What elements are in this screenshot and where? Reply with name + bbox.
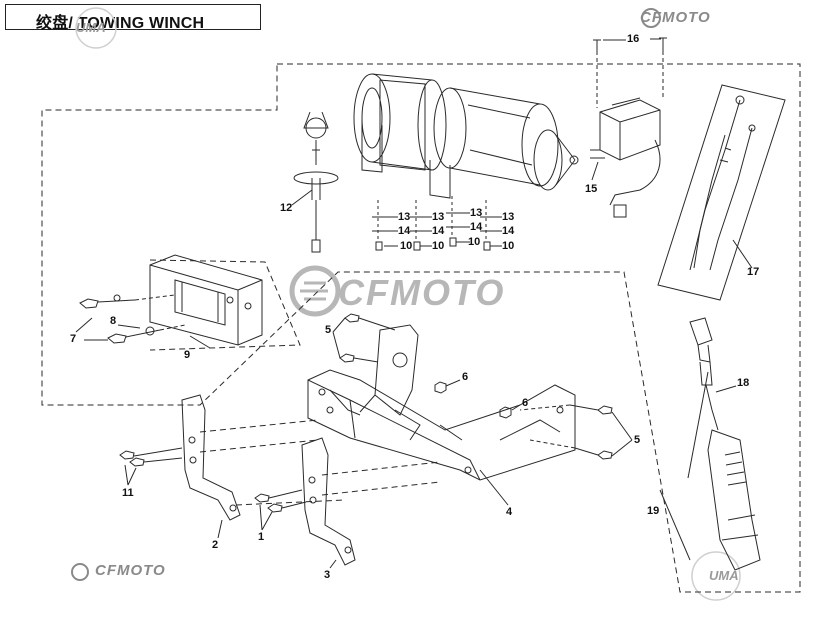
callout-13-a: 13 [398,211,411,223]
grommet-12 [293,111,339,253]
callout-18: 18 [737,377,750,389]
callout-9: 9 [184,349,191,361]
leader-1 [259,504,273,531]
callout-19: 19 [647,505,660,517]
bolt-16-leader [603,38,661,41]
callout-10-d: 10 [502,240,515,252]
leader-3 [329,559,337,569]
uma-badge-top [75,7,117,49]
winch-assembly [353,73,579,199]
callout-14-c: 14 [470,221,483,233]
callout-14-b: 14 [432,225,445,237]
callout-5-right: 5 [634,434,641,446]
callout-10-a: 10 [400,240,413,252]
leader-19 [659,489,691,561]
leader-8 [117,324,141,329]
uma-badge-bottom [691,551,741,601]
callout-16: 16 [627,33,640,45]
boundary-dashed-fairlead [149,259,301,351]
bracket-3 [301,437,356,566]
upright-bracket [359,324,419,416]
leader-5a [332,317,346,359]
fairlead-9 [149,254,263,346]
leader-2 [217,519,223,539]
title-box: 绞盘/ TOWING WINCH [5,4,261,32]
callout-4: 4 [506,506,513,518]
callout-2: 2 [212,539,219,551]
mounting-plate-4 [307,369,576,481]
leader-11 [124,464,137,486]
brand-emblem-center [289,265,341,317]
leader-9 [189,335,211,349]
brand-emblem-bottom [71,563,89,581]
callout-8: 8 [110,315,117,327]
leader-7 [75,317,108,341]
callout-14-d: 14 [502,225,515,237]
leader-6a [445,379,461,387]
callout-6-lower: 6 [522,397,529,409]
leader-4 [479,469,509,506]
callout-13-c: 13 [470,207,483,219]
callout-13-d: 13 [502,211,515,223]
callout-5-top: 5 [325,324,332,336]
brand-logo-bottom: CFMOTO [95,562,166,579]
remote-control-18 [689,317,761,571]
leader-12 [291,189,313,206]
callout-13-b: 13 [432,211,445,223]
callout-15: 15 [585,183,598,195]
callout-6-upper: 6 [462,371,469,383]
brand-emblem-top [641,8,661,28]
leader-18 [715,385,737,393]
callout-11: 11 [122,487,134,499]
leader-5b [611,411,633,457]
boundary-dashed-main [41,63,801,593]
callout-7: 7 [70,333,77,345]
uma-watermark-bottom: UMA [709,568,739,583]
brand-logo-center: CFMOTO [338,272,506,313]
cables-17 [689,95,756,271]
cable-box-17 [657,84,786,301]
bracket-2 [181,394,241,521]
leader-17 [732,239,753,269]
solenoid-box [590,97,661,218]
brand-logo-top: CFMOTO [640,9,711,26]
callout-1: 1 [258,531,265,543]
leader-6b [511,404,521,411]
callout-3: 3 [324,569,331,581]
fastener-stacks [372,196,502,251]
leader-15 [591,161,599,181]
uma-watermark-top: UMA [76,20,106,35]
callout-10-b: 10 [432,240,445,252]
callout-17: 17 [747,266,760,278]
callout-10-c: 10 [468,236,481,248]
callout-14-a: 14 [398,225,411,237]
callout-12: 12 [280,202,293,214]
